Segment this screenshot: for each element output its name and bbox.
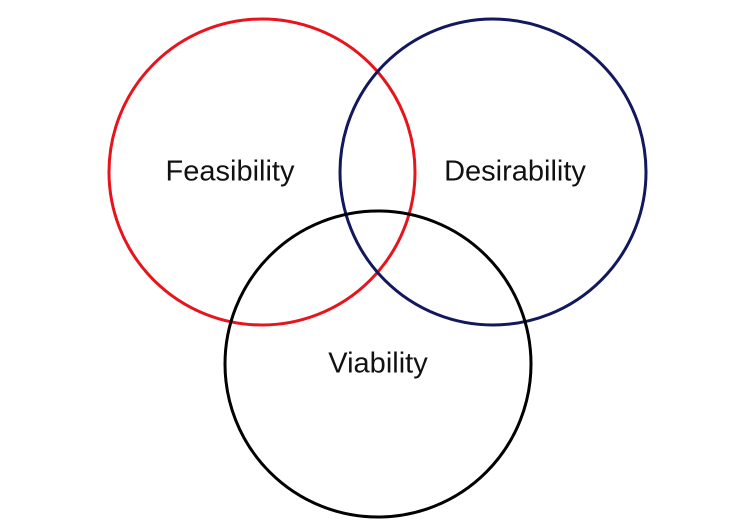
desirability-label: Desirability: [444, 156, 586, 188]
feasibility-label: Feasibility: [166, 156, 295, 188]
viability-label: Viability: [328, 348, 428, 380]
feasibility-circle: [107, 17, 417, 327]
desirability-circle: [338, 17, 648, 327]
viability-circle: [223, 209, 533, 519]
